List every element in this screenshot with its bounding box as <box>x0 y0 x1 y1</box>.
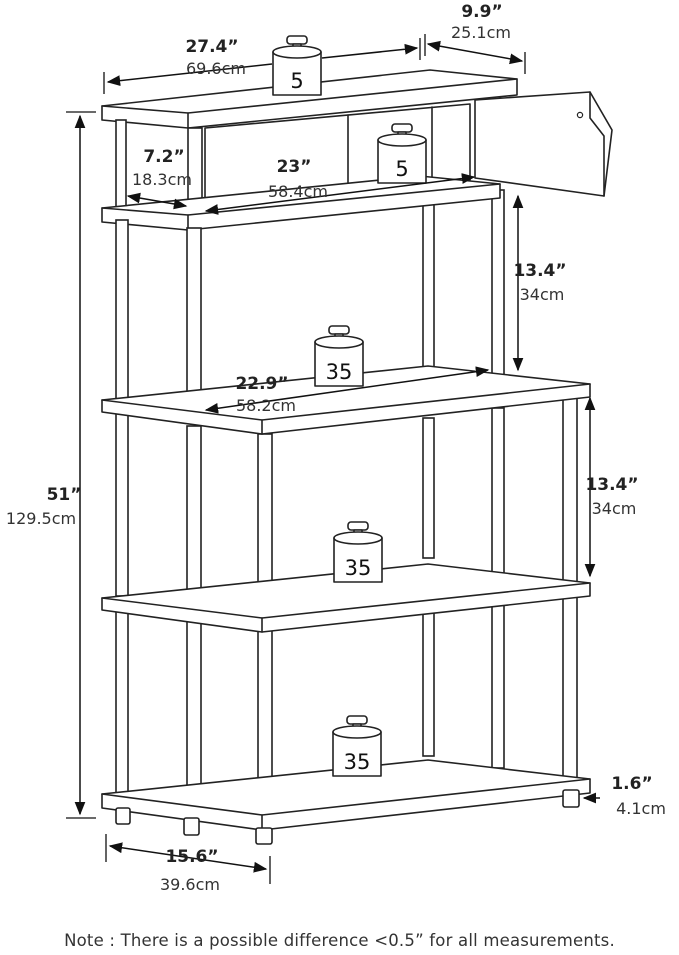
dim-middle-width-in: 22.9” <box>235 374 288 394</box>
dim-lower-spacing: 13.4” 34cm <box>584 396 639 578</box>
back-post-right-upper <box>491 189 505 377</box>
back-post-right-middle <box>491 407 505 575</box>
dim-overall-width-cm: 69.6cm <box>186 59 246 78</box>
weight-shelf-3-label: 35 <box>345 556 372 580</box>
top-board <box>101 69 518 129</box>
dim-overall-depth: 9.9” 25.1cm <box>424 2 526 74</box>
back-posts <box>422 189 505 769</box>
dim-overall-depth-cm: 25.1cm <box>451 23 511 42</box>
dim-total-height: 51” 129.5cm <box>6 111 96 819</box>
dim-middle-width-cm: 58.2cm <box>236 396 296 415</box>
dim-overall-width-in: 27.4” <box>185 37 238 57</box>
dim-top-depth-in: 7.2” <box>143 147 184 167</box>
dim-lower-spacing-in: 13.4” <box>585 475 638 495</box>
back-post-left-middle <box>422 417 435 559</box>
cabinet-front-post-left <box>115 119 127 213</box>
dim-top-depth: 7.2” 18.3cm <box>126 147 192 210</box>
dim-lower-spacing-cm: 34cm <box>592 499 637 518</box>
foot-4 <box>562 789 580 808</box>
dim-top-width-cm: 58.4cm <box>268 182 328 201</box>
front-post-mid-3 <box>186 619 202 807</box>
front-post-left-2 <box>115 411 129 597</box>
dim-upper-spacing-cm: 34cm <box>520 285 565 304</box>
cabinet-door <box>474 91 613 197</box>
front-post-left-1 <box>115 219 129 405</box>
dim-middle-width: 22.9” 58.2cm <box>204 366 490 415</box>
cabinet-door-edge <box>589 91 605 197</box>
weight-top-shelf: 5 <box>377 123 427 184</box>
foot-1 <box>115 807 131 825</box>
dim-total-height-cm: 129.5cm <box>6 509 76 528</box>
dim-overall-depth-in: 9.9” <box>461 2 502 22</box>
front-post-right-1 <box>186 227 202 415</box>
weight-shelf-2-label: 35 <box>326 360 353 384</box>
dim-foot-height-cm: 4.1cm <box>616 799 666 818</box>
dim-foot-height: 1.6” 4.1cm <box>582 774 666 818</box>
dim-total-height-in: 51” <box>47 485 82 505</box>
dim-base-depth: 15.6” 39.6cm <box>105 834 271 894</box>
foot-3 <box>255 827 273 845</box>
dim-base-depth-in: 15.6” <box>165 847 218 867</box>
weight-shelf-3: 35 <box>333 521 383 583</box>
front-post-mid-2 <box>186 425 202 613</box>
foot-2 <box>183 817 200 836</box>
front-post-far-3 <box>562 595 578 781</box>
measurement-note: Note : There is a possible difference <0… <box>64 931 615 950</box>
door-knob <box>576 111 584 119</box>
front-post-left-3 <box>115 609 129 797</box>
dim-upper-spacing-in: 13.4” <box>513 261 566 281</box>
back-post-left-lower <box>422 611 435 757</box>
weight-top-label: 5 <box>290 69 303 93</box>
front-post-far-2 <box>562 397 578 583</box>
weight-top-shelf-label: 5 <box>395 157 408 181</box>
dim-top-width-in: 23” <box>277 157 312 177</box>
back-post-right-lower <box>491 603 505 769</box>
weight-top: 5 <box>272 35 322 96</box>
weight-bottom-label: 35 <box>344 750 371 774</box>
dim-upper-spacing: 13.4” 34cm <box>512 194 567 372</box>
feet <box>115 789 580 845</box>
dim-top-depth-cm: 18.3cm <box>132 170 192 189</box>
back-post-left-upper <box>422 199 435 369</box>
weight-bottom: 35 <box>332 715 382 777</box>
dim-top-width: 23” 58.4cm <box>204 157 476 215</box>
dim-base-depth-cm: 39.6cm <box>160 875 220 894</box>
weight-shelf-2: 35 <box>314 325 364 387</box>
shelf-3 <box>101 563 591 633</box>
dim-foot-height-in: 1.6” <box>611 774 652 794</box>
dim-overall-width: 27.4” 69.6cm <box>103 37 421 94</box>
